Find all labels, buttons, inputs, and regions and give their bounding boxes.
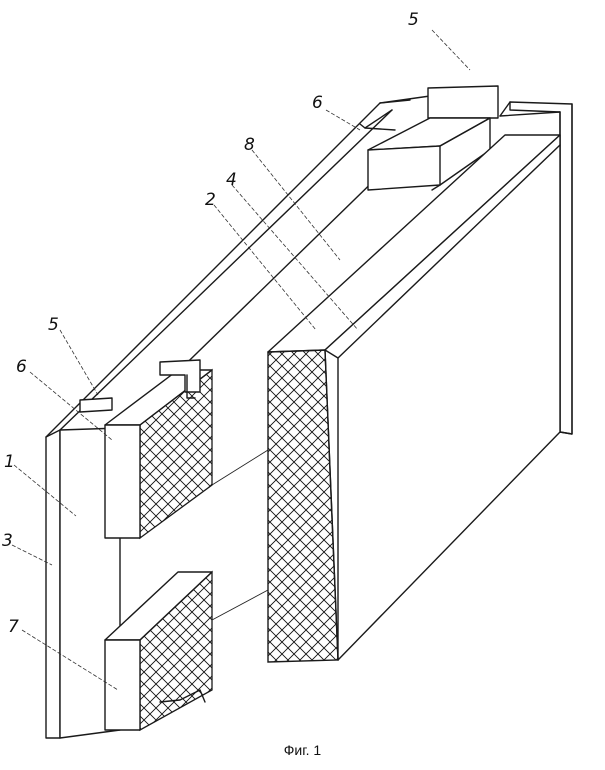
label-3: 3 bbox=[2, 531, 13, 551]
figure-caption: Фиг. 1 bbox=[283, 742, 322, 758]
label-8: 8 bbox=[244, 135, 255, 155]
lower-clip bbox=[104, 570, 213, 732]
label-6-front: 6 bbox=[16, 357, 27, 377]
label-1: 1 bbox=[4, 452, 15, 472]
label-6-top: 6 bbox=[312, 93, 323, 113]
label-4: 4 bbox=[226, 170, 237, 190]
patent-figure: 5 6 8 4 2 5 6 1 3 7 bbox=[2, 10, 573, 739]
front-cap bbox=[79, 397, 113, 413]
label-7: 7 bbox=[8, 617, 19, 637]
back-clip bbox=[367, 85, 499, 191]
panel-slab bbox=[267, 134, 561, 663]
upper-clip bbox=[104, 359, 213, 540]
label-2: 2 bbox=[205, 190, 216, 210]
label-5-front: 5 bbox=[48, 315, 59, 335]
label-5-top: 5 bbox=[408, 10, 419, 30]
leader-lines bbox=[11, 29, 471, 691]
